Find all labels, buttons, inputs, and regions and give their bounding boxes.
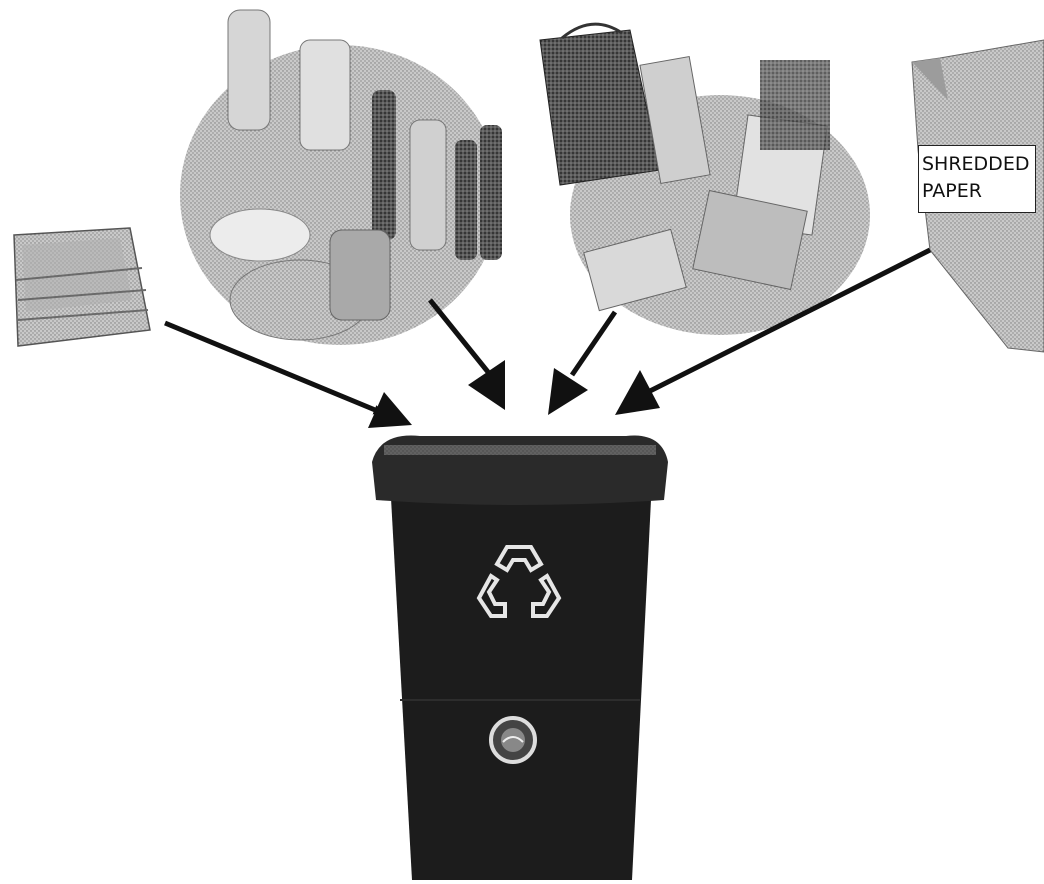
arrow-packaging: [572, 312, 615, 375]
recycling-bin: [372, 436, 668, 880]
packaging-icon: [540, 24, 870, 335]
emblem-icon: [491, 718, 535, 762]
arrow-bottles: [430, 300, 488, 372]
shredded-paper-label: SHREDDED PAPER: [918, 145, 1036, 213]
label-line-1: SHREDDED: [922, 151, 1035, 178]
cardboard-icon: [14, 228, 150, 346]
label-line-2: PAPER: [922, 178, 1035, 205]
bottles-icon: [180, 10, 502, 345]
